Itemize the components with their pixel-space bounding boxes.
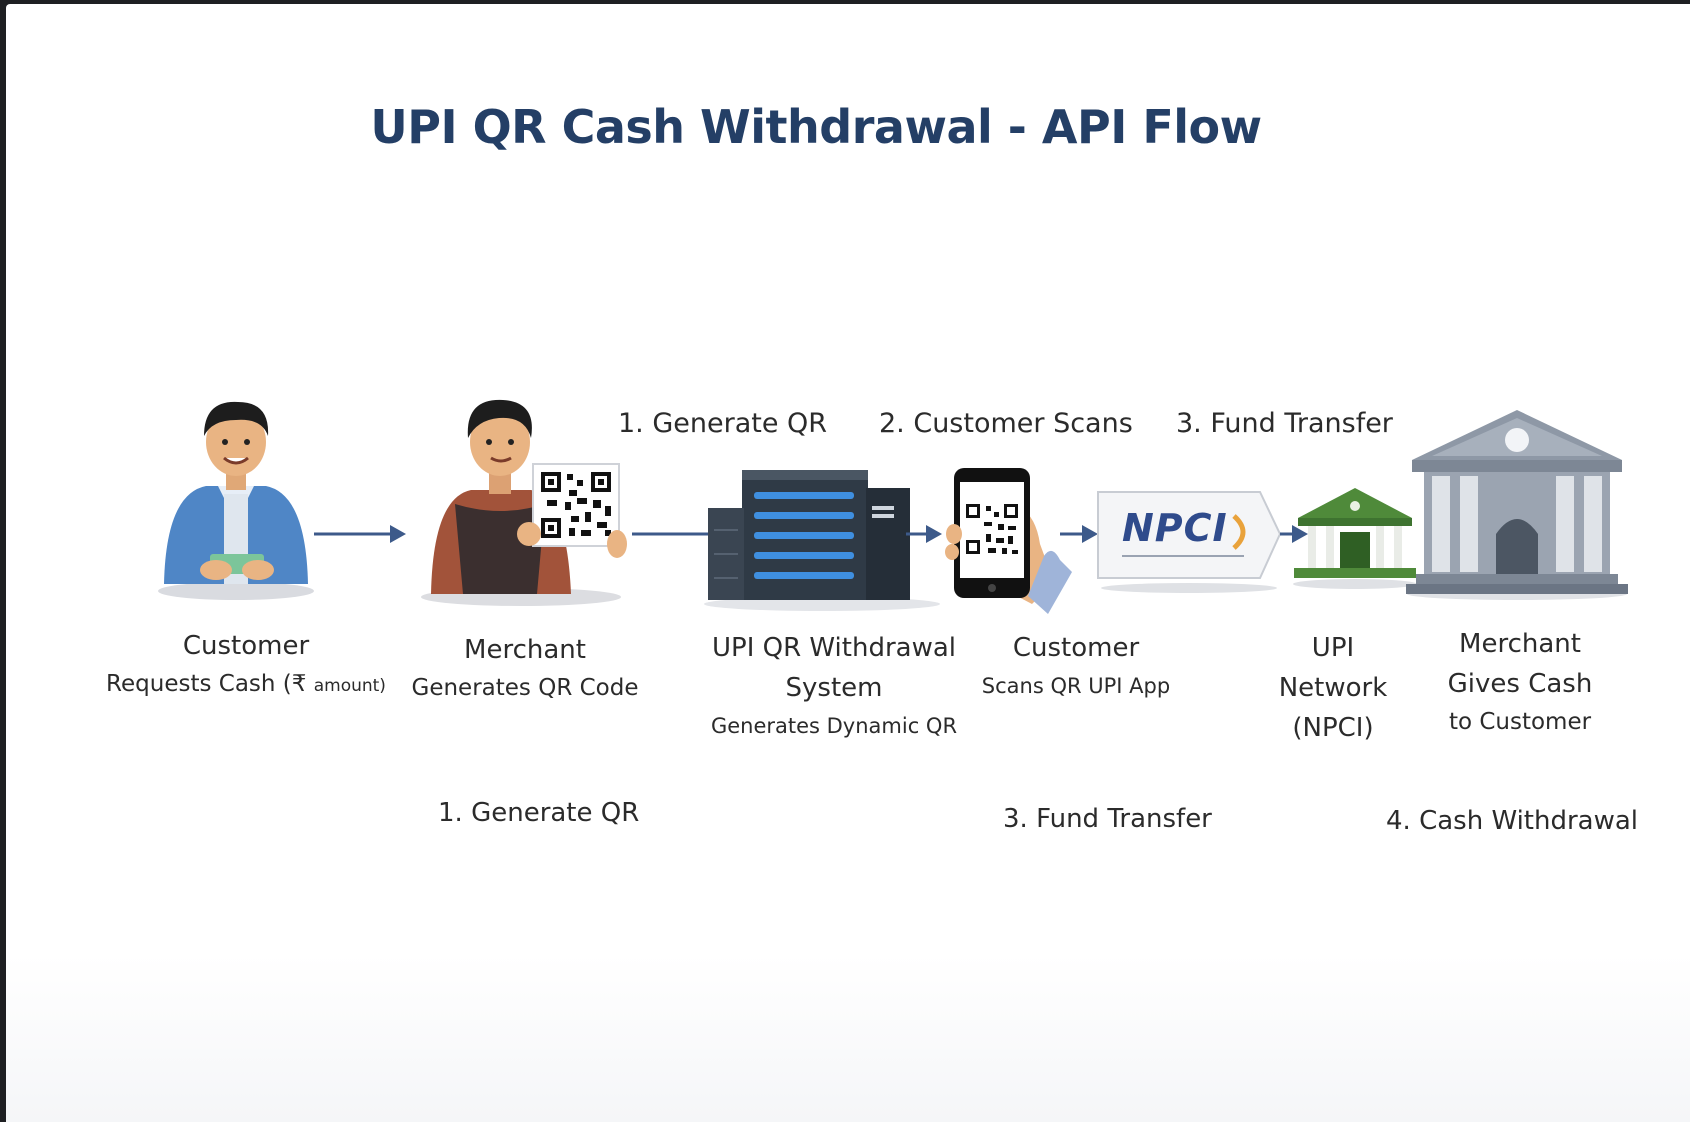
network-caption: UPI Network (NPCI) bbox=[1268, 628, 1398, 748]
customer-caption: Customer Requests Cash (₹ amount) bbox=[106, 626, 386, 704]
bottom-step-generate-qr: 1. Generate QR bbox=[438, 798, 640, 828]
diagram-canvas: UPI QR Cash Withdrawal - API Flow 1. Gen… bbox=[6, 4, 1690, 1122]
flow-arrow bbox=[906, 525, 942, 543]
customer-subtitle-text: Requests Cash (₹ bbox=[106, 671, 307, 697]
top-step-fund-transfer: 3. Fund Transfer bbox=[1176, 408, 1393, 439]
scanner-subtitle: Scans QR UPI App bbox=[981, 674, 1171, 698]
top-step-customer-scans: 2. Customer Scans bbox=[879, 408, 1133, 439]
system-subtitle: Generates Dynamic QR bbox=[710, 714, 958, 738]
merchant-illustration bbox=[421, 399, 627, 606]
customer-subtitle: Requests Cash (₹ amount) bbox=[106, 666, 386, 704]
bottom-step-cash-withdrawal: 4. Cash Withdrawal bbox=[1386, 806, 1639, 836]
scanner-caption: Customer Scans QR UPI App bbox=[966, 628, 1186, 704]
network-line3: (NPCI) bbox=[1292, 713, 1374, 743]
customer-illustration bbox=[158, 401, 314, 600]
phone-scan-icon bbox=[945, 468, 1072, 614]
merchant-subtitle: Generates QR Code bbox=[411, 675, 639, 701]
flow-arrow bbox=[314, 525, 406, 543]
npci-logo-accent bbox=[1232, 514, 1246, 550]
npci-logo: NPCI bbox=[1122, 506, 1228, 550]
server-icon bbox=[704, 470, 940, 611]
bottom-step-fund-transfer: 3. Fund Transfer bbox=[1003, 804, 1212, 834]
flow-arrow bbox=[1060, 525, 1098, 543]
customer-title: Customer bbox=[182, 631, 310, 661]
customer-subtitle-small: amount) bbox=[313, 676, 386, 696]
npci-card-icon bbox=[1097, 491, 1282, 593]
bank-line3: to Customer bbox=[1448, 709, 1592, 735]
diagram-title: UPI QR Cash Withdrawal - API Flow bbox=[370, 100, 1262, 154]
network-line1: UPI bbox=[1311, 633, 1355, 663]
scanner-title: Customer bbox=[1012, 633, 1140, 663]
upi-network-icon bbox=[1293, 488, 1417, 589]
bank-line1: Merchant bbox=[1459, 629, 1581, 659]
system-title-2: System bbox=[785, 673, 883, 703]
merchant-caption: Merchant Generates QR Code bbox=[390, 630, 660, 706]
system-caption: UPI QR Withdrawal System Generates Dynam… bbox=[694, 628, 974, 744]
flow-arrow bbox=[1280, 525, 1308, 543]
network-line2: Network bbox=[1278, 673, 1388, 703]
merchant-title: Merchant bbox=[464, 635, 586, 665]
bank-line2: Gives Cash bbox=[1447, 669, 1593, 699]
top-step-generate-qr: 1. Generate QR bbox=[618, 408, 828, 439]
bank-icon bbox=[1406, 410, 1628, 600]
bank-caption: Merchant Gives Cash to Customer bbox=[1410, 624, 1630, 740]
system-title: UPI QR Withdrawal bbox=[711, 633, 957, 663]
